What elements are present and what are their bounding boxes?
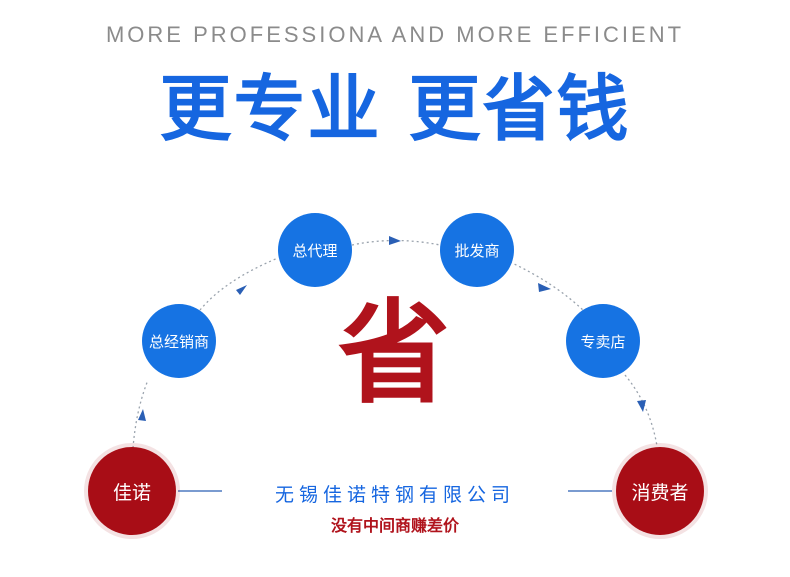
tagline: MORE PROFESSIONA AND MORE EFFICIENT xyxy=(105,22,685,47)
node-specialty-store: 专卖店 xyxy=(566,304,640,378)
node-label: 总经销商 xyxy=(148,332,209,351)
arrow-icon xyxy=(236,285,247,295)
node-wholesaler: 批发商 xyxy=(440,213,514,287)
arrow-icon xyxy=(637,400,646,412)
arrow-icon xyxy=(389,236,401,245)
arc-segment-wholesaler-to-store xyxy=(509,261,586,313)
node-label: 消费者 xyxy=(631,481,689,504)
center-character: 省 xyxy=(338,289,450,419)
node-general-agent: 总代理 xyxy=(278,213,352,287)
arrow-icon xyxy=(138,409,146,421)
node-label: 总代理 xyxy=(292,241,338,260)
headline: 更专业 更省钱 xyxy=(159,67,631,151)
node-general-distributor: 总经销商 xyxy=(142,304,216,378)
arc-segment-jianuo-to-distributor xyxy=(132,379,149,449)
arc-segment-store-to-consumer xyxy=(624,374,658,447)
arc-segment-distributor-to-agent xyxy=(199,257,279,311)
slogan: 没有中间商赚差价 xyxy=(330,516,459,535)
node-jianuo: 佳诺 xyxy=(88,447,176,535)
node-label: 专卖店 xyxy=(580,332,626,351)
node-label: 批发商 xyxy=(454,241,500,260)
node-label: 佳诺 xyxy=(112,481,151,504)
node-consumer: 消费者 xyxy=(616,447,704,535)
company-name: 无锡佳诺特钢有限公司 xyxy=(274,484,515,506)
arrow-icon xyxy=(538,283,551,292)
